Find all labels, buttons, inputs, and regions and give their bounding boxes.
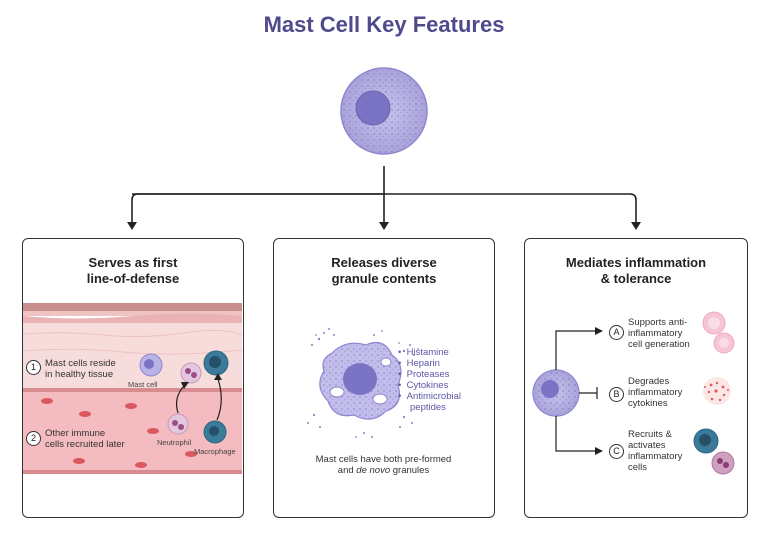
item-letter-c: C — [609, 444, 624, 459]
panel-title-line1: Releases diverse — [331, 255, 437, 270]
granule-caption-line2: and de novo granules — [337, 465, 430, 476]
panel-title-line1: Serves as first — [88, 255, 178, 270]
degranulating-mast-cell-icon — [307, 328, 419, 438]
item-a-text: Supports anti- inflammatory cell generat… — [628, 317, 690, 350]
panel-title-line1: Mediates inflammation — [565, 255, 707, 270]
item-letter-b: B — [609, 387, 624, 402]
list-item: • Histamine — [398, 347, 449, 358]
panel-inflammation-tolerance: Mediates inflammation & tolerance — [524, 238, 748, 518]
tissue-illustration — [23, 303, 242, 474]
step1-line2: in healthy tissue — [45, 369, 114, 380]
step2-line1: Other immune — [45, 428, 106, 439]
panel-granule-contents: Releases diverse granule contents • Hist… — [273, 238, 495, 518]
mast-cell-label: Mast cell — [128, 380, 158, 389]
item-c-text: Recruits & activates inflammatory cells — [628, 429, 683, 473]
step1-line1: Mast cells reside — [45, 358, 116, 369]
panel-title-line2: line-of-defense — [86, 271, 180, 286]
arrow-heads — [127, 222, 641, 230]
granule-caption-line1: Mast cells have both pre-formed — [315, 454, 452, 465]
list-item: • Heparin — [398, 358, 440, 369]
item-b-text: Degrades inflammatory cytokines — [628, 376, 683, 409]
diagram-title: Mast Cell Key Features — [263, 12, 505, 37]
neutrophil-label: Neutrophil — [157, 438, 192, 447]
connector-lines — [131, 166, 637, 224]
panel-title: Serves as first line-of-defense — [23, 255, 243, 287]
panel-title: Mediates inflammation & tolerance — [525, 255, 747, 287]
macrophage-label: Macrophage — [194, 447, 236, 456]
panel-title: Releases diverse granule contents — [274, 255, 494, 287]
step2-line2: cells recruited later — [45, 439, 125, 450]
panel-title-line2: & tolerance — [600, 271, 672, 286]
panel-first-line-defense: Serves as first line-of-defense — [22, 238, 244, 518]
granule-contents-list: • Histamine • Heparin • Proteases • Cyto… — [398, 347, 461, 413]
item-letter-a: A — [609, 325, 624, 340]
inflammation-illustration — [532, 311, 735, 475]
step-number-1: 1 — [26, 360, 41, 375]
list-item: • Cytokines — [398, 380, 449, 391]
list-item: peptides — [410, 402, 446, 413]
step-number-2: 2 — [26, 431, 41, 446]
mast-cell-icon — [340, 67, 428, 155]
panel-title-line2: granule contents — [331, 271, 437, 286]
list-item: • Antimicrobial — [398, 391, 461, 402]
list-item: • Proteases — [398, 369, 450, 380]
